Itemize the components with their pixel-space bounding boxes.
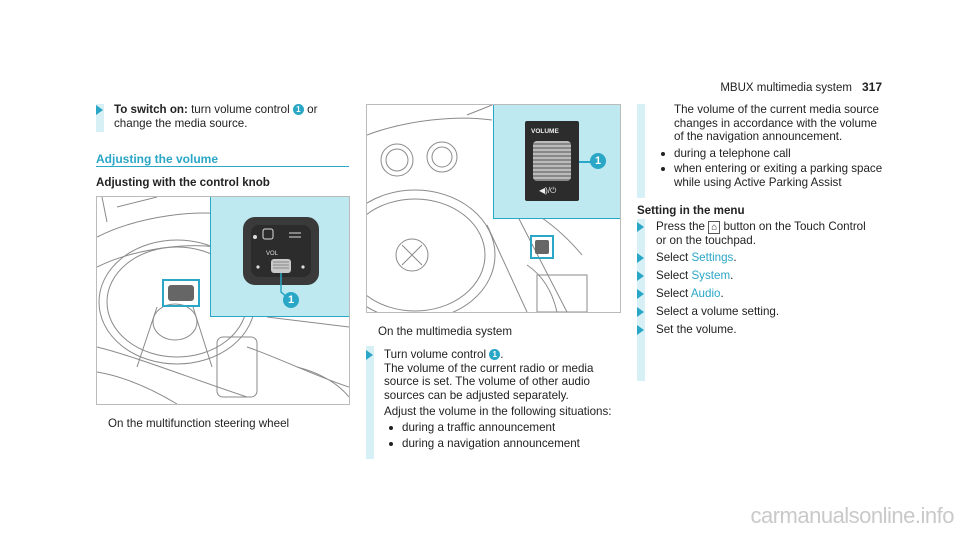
list-item: during a traffic announcement bbox=[384, 421, 624, 435]
watermark: carmanualsonline.info bbox=[750, 503, 954, 528]
step-arrow-icon bbox=[637, 325, 644, 335]
subheading: Adjusting with the control knob bbox=[96, 176, 270, 189]
page-header: MBUX multimedia system 317 bbox=[720, 80, 882, 94]
svg-text:VOL: VOL bbox=[266, 251, 279, 257]
volume-roller bbox=[533, 141, 571, 181]
volume-control-closeup: VOLUME ◀)/⏻ bbox=[525, 121, 579, 201]
volume-label: VOLUME bbox=[531, 128, 559, 135]
mute-icon: ◀)/⏻ bbox=[539, 186, 557, 195]
step-switch-on: To switch on: turn volume control 1 or c… bbox=[114, 103, 318, 130]
control-knob-closeup: VOL bbox=[243, 217, 319, 300]
audio-link[interactable]: Audio bbox=[690, 287, 721, 300]
multimedia-figure: VOLUME ◀)/⏻ 1 bbox=[366, 104, 621, 313]
list-item: during a navigation announcement bbox=[384, 437, 624, 451]
step-arrow-icon bbox=[637, 307, 644, 317]
system-link[interactable]: System bbox=[691, 269, 731, 282]
section-title: Adjusting the volume bbox=[96, 152, 219, 166]
section-divider bbox=[96, 166, 349, 167]
steering-wheel-figure: VOL 1 bbox=[96, 196, 350, 405]
step-arrow-icon bbox=[637, 271, 644, 281]
step-arrow-icon bbox=[637, 222, 644, 232]
step-turn-volume: Turn volume control 1. The volume of the… bbox=[384, 348, 624, 450]
header-title: MBUX multimedia system bbox=[720, 82, 852, 94]
callout-panel: VOLUME ◀)/⏻ 1 bbox=[493, 105, 620, 219]
step-select-settings: Select Settings. bbox=[656, 251, 737, 264]
step-select-volume-setting: Select a volume setting. bbox=[656, 305, 780, 318]
list-item: during a telephone call bbox=[656, 147, 906, 161]
navigation-note: The volume of the current media source c… bbox=[656, 103, 906, 190]
step-arrow-icon bbox=[96, 105, 103, 115]
figure-caption: On the multimedia system bbox=[378, 325, 513, 338]
callout-panel: VOL 1 bbox=[210, 197, 349, 317]
menu-heading: Setting in the menu bbox=[637, 204, 745, 217]
figure-caption: On the multifunction steering wheel bbox=[108, 417, 290, 430]
step-arrow-icon bbox=[637, 253, 644, 263]
page-number: 317 bbox=[861, 80, 882, 94]
step-bar bbox=[96, 104, 104, 132]
callout-number: 1 bbox=[489, 349, 501, 360]
step-bar bbox=[366, 346, 374, 459]
step-set-volume: Set the volume. bbox=[656, 323, 737, 336]
adjust-intro: Adjust the volume in the following situa… bbox=[384, 405, 612, 419]
home-icon: ⌂ bbox=[708, 221, 721, 234]
step-arrow-icon bbox=[366, 350, 373, 360]
step-bar bbox=[637, 104, 645, 198]
callout-number-badge: 1 bbox=[590, 153, 606, 169]
step-bar bbox=[637, 219, 645, 381]
step-arrow-icon bbox=[637, 289, 644, 299]
list-item: when entering or exiting a parking space… bbox=[656, 162, 906, 189]
callout-number-badge: 1 bbox=[283, 292, 299, 308]
settings-link[interactable]: Settings bbox=[691, 251, 734, 264]
callout-leader bbox=[579, 161, 591, 163]
step-select-audio: Select Audio. bbox=[656, 287, 724, 300]
step-press-home: Press the ⌂ button on the Touch Control … bbox=[656, 220, 866, 247]
callout-number: 1 bbox=[292, 104, 304, 115]
steering-wheel-illustration bbox=[97, 197, 349, 404]
step-select-system: Select System. bbox=[656, 269, 734, 282]
